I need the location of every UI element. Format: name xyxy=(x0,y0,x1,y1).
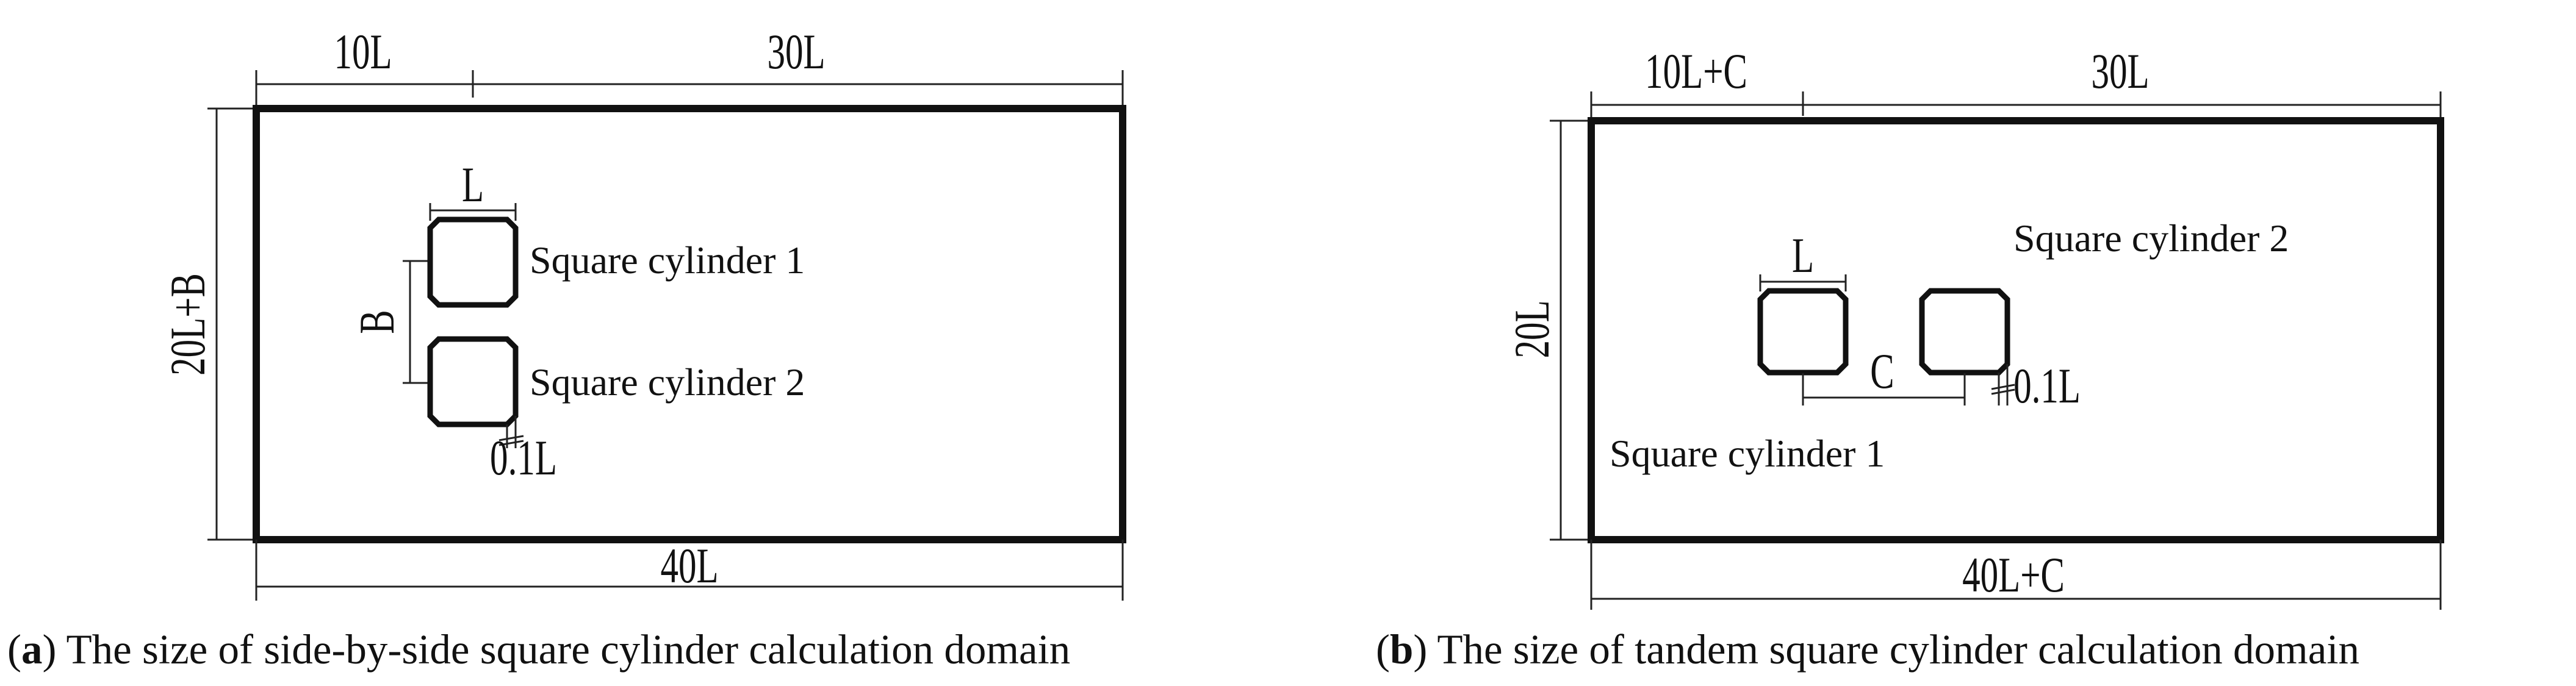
panel-b-dim-height: 20L xyxy=(1505,300,1560,358)
panel-a-caption-text: The size of side-by-side square cylinder… xyxy=(56,626,1070,673)
panel-a-square-cylinder-1 xyxy=(427,216,519,308)
panel-b-top-dimension: 10L+C 30L xyxy=(1590,44,2442,122)
panel-b-caption-text: The size of tandem square cylinder calcu… xyxy=(1427,626,2359,673)
panel-a-dim-10L: 10L xyxy=(334,24,392,80)
panel-a-dim-L: L xyxy=(462,157,484,213)
panel-a-left-dimension: 20L+B xyxy=(160,107,256,541)
panel-b-dim-30L: 30L xyxy=(2091,44,2149,99)
panel-b-dim-corner: 0.1L xyxy=(2013,359,2081,414)
panel-b-cylinder-width-dimension: L xyxy=(1759,228,1847,291)
panel-a-label-cylinder-2: Square cylinder 2 xyxy=(530,360,805,404)
panel-b-dim-L: L xyxy=(1792,228,1814,284)
panel-a-corner-dimension: 0.1L xyxy=(490,416,557,485)
panel-a-dim-corner: 0.1L xyxy=(490,431,557,486)
panel-a-side-by-side: 10L 30L 20L+B 40L L xyxy=(7,24,1126,673)
panel-b-corner-dimension: 0.1L xyxy=(1991,359,2081,414)
panel-b-label-cylinder-2: Square cylinder 2 xyxy=(2013,216,2289,260)
panel-a-top-dimension: 10L 30L xyxy=(255,24,1124,107)
panel-b-bottom-dimension: 40L+C xyxy=(1590,540,2442,610)
panel-a-square-cylinder-2 xyxy=(427,336,519,427)
panel-b-caption-letter: b xyxy=(1390,626,1413,673)
panel-a-domain-boundary xyxy=(253,105,1126,543)
panel-b-domain-boundary xyxy=(1588,117,2444,543)
panel-a-cylinder-width-dimension: L xyxy=(429,157,517,221)
panel-a-dim-B: B xyxy=(350,310,405,334)
panel-b-dim-40LC: 40L+C xyxy=(1962,548,2065,603)
panel-a-dim-40L: 40L xyxy=(660,538,718,594)
panel-b-dim-C: C xyxy=(1870,344,1894,399)
panel-a-caption-letter: a xyxy=(21,626,43,673)
panel-a-caption: (a) The size of side-by-side square cyli… xyxy=(7,626,1070,673)
panel-b-label-cylinder-1: Square cylinder 1 xyxy=(1610,432,1885,475)
panel-b-caption: (b) The size of tandem square cylinder c… xyxy=(1376,626,2359,673)
panel-b-dim-10LC: 10L+C xyxy=(1645,44,1747,99)
panel-b-square-cylinder-2 xyxy=(1919,288,2010,376)
panel-b-tandem: 10L+C 30L 20L 40L+C L xyxy=(1376,44,2444,673)
panel-b-square-cylinder-1 xyxy=(1757,288,1849,376)
panel-b-spacing-dimension: C xyxy=(1802,344,1966,406)
panel-a-bottom-dimension: 40L xyxy=(255,538,1124,601)
panel-a-dim-30L: 30L xyxy=(767,24,825,80)
panel-a-dim-height: 20L+B xyxy=(160,273,216,376)
panel-b-left-dimension: 20L xyxy=(1505,120,1591,541)
panel-a-label-cylinder-1: Square cylinder 1 xyxy=(530,238,805,282)
